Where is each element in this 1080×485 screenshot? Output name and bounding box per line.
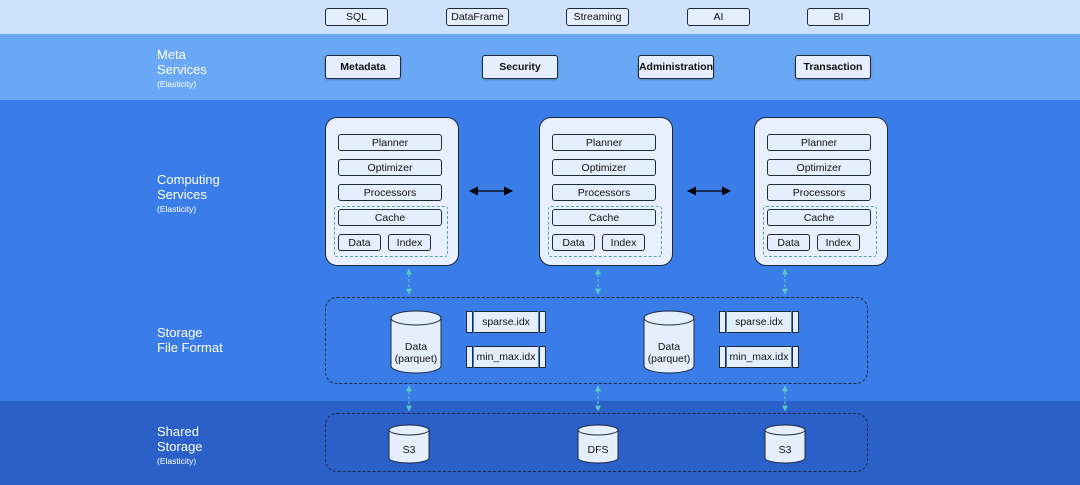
- shared-layer-title: Shared Storage: [157, 424, 203, 454]
- optimizer-box: Optimizer: [767, 159, 871, 176]
- meta-metadata: Metadata: [325, 55, 401, 79]
- access-bi: BI: [807, 8, 870, 26]
- meta-transaction: Transaction: [795, 55, 871, 79]
- minmax-index-label: min_max.idx: [727, 346, 791, 368]
- data-box: Data: [552, 234, 595, 251]
- compute-layer-label: Computing Services (Elasticity): [157, 172, 220, 216]
- compute-node-2: Planner Optimizer Processors Cache Data …: [539, 117, 673, 266]
- file-cap-left: [719, 311, 726, 333]
- access-ai: AI: [687, 8, 750, 26]
- meta-layer-title: Meta Services: [157, 47, 207, 77]
- file-cap-right: [792, 346, 799, 368]
- shared-storage-frame: [325, 413, 868, 472]
- dfs-store-label: DFS: [587, 444, 609, 456]
- sparse-index-file: sparse.idx: [466, 311, 546, 333]
- minmax-index-file: min_max.idx: [719, 346, 799, 368]
- processors-box: Processors: [767, 184, 871, 201]
- meta-administration: Administration: [638, 55, 714, 79]
- planner-box: Planner: [338, 134, 442, 151]
- optimizer-box: Optimizer: [552, 159, 656, 176]
- cache-zone: [548, 206, 662, 257]
- meta-security: Security: [482, 55, 558, 79]
- processors-box: Processors: [552, 184, 656, 201]
- planner-box: Planner: [552, 134, 656, 151]
- optimizer-box: Optimizer: [338, 159, 442, 176]
- sparse-index-file: sparse.idx: [719, 311, 799, 333]
- shared-layer-note: (Elasticity): [157, 456, 197, 466]
- s3-store-label: S3: [402, 444, 416, 456]
- cache-box: Cache: [552, 209, 656, 226]
- index-box: Index: [817, 234, 860, 251]
- access-band: [0, 0, 1080, 34]
- parquet-data-label: Data (parquet): [394, 341, 438, 365]
- cache-zone: [334, 206, 448, 257]
- compute-node-3: Planner Optimizer Processors Cache Data …: [754, 117, 888, 266]
- meta-layer-label: Meta Services (Elasticity): [157, 47, 207, 91]
- file-cap-left: [719, 346, 726, 368]
- compute-layer-note: (Elasticity): [157, 204, 197, 214]
- sparse-index-label: sparse.idx: [474, 311, 538, 333]
- cache-zone: [763, 206, 877, 257]
- storage-layer-title: Storage File Format: [157, 325, 223, 355]
- meta-layer-note: (Elasticity): [157, 79, 197, 89]
- file-cap-right: [539, 346, 546, 368]
- data-box: Data: [338, 234, 381, 251]
- sparse-index-label: sparse.idx: [727, 311, 791, 333]
- access-streaming: Streaming: [566, 8, 629, 26]
- index-box: Index: [388, 234, 431, 251]
- cache-box: Cache: [767, 209, 871, 226]
- compute-node-1: Planner Optimizer Processors Cache Data …: [325, 117, 459, 266]
- minmax-index-label: min_max.idx: [474, 346, 538, 368]
- storage-format-frame: [325, 297, 868, 384]
- index-box: Index: [602, 234, 645, 251]
- access-dataframe: DataFrame: [446, 8, 509, 26]
- file-cap-left: [466, 311, 473, 333]
- storage-layer-label: Storage File Format: [157, 325, 223, 355]
- file-cap-right: [539, 311, 546, 333]
- planner-box: Planner: [767, 134, 871, 151]
- file-cap-left: [466, 346, 473, 368]
- s3-store-label: S3: [778, 444, 792, 456]
- data-box: Data: [767, 234, 810, 251]
- access-sql: SQL: [325, 8, 388, 26]
- minmax-index-file: min_max.idx: [466, 346, 546, 368]
- cache-box: Cache: [338, 209, 442, 226]
- processors-box: Processors: [338, 184, 442, 201]
- compute-layer-title: Computing Services: [157, 172, 220, 202]
- file-cap-right: [792, 311, 799, 333]
- parquet-data-label: Data (parquet): [647, 341, 691, 365]
- shared-layer-label: Shared Storage (Elasticity): [157, 424, 203, 468]
